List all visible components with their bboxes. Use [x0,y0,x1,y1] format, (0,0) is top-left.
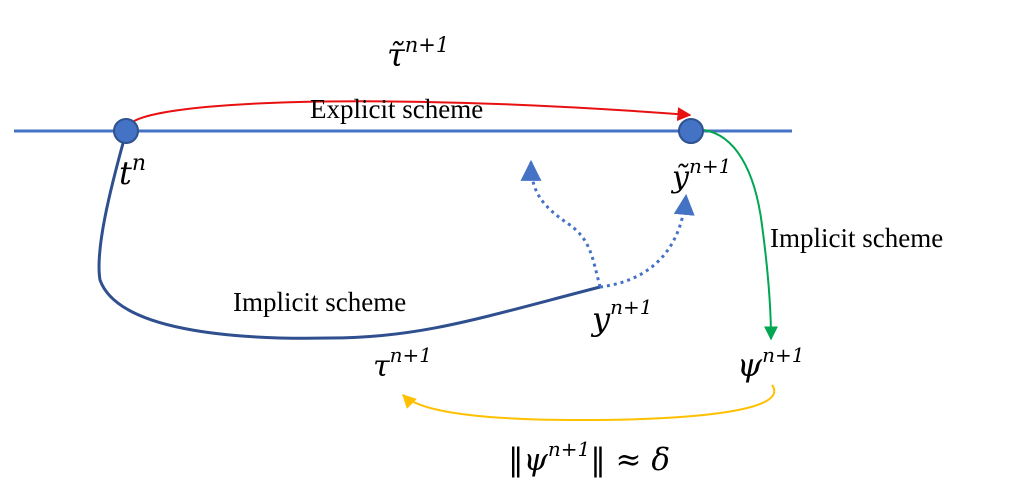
label-y-tilde: ỹn+1 [670,154,731,195]
implicit-scheme-curve [97,135,601,340]
label-tau: τn+1 [373,343,432,384]
label-norm-approx: ‖ψn+1‖ ≈ δ [508,437,670,478]
feedback-yellow-arrow [402,384,776,422]
dotted-arrow-up [520,159,602,288]
dotted-arrow-to-ytilde [599,193,695,289]
label-psi: ψn+1 [737,343,804,384]
label-t-n: tn [119,151,146,192]
implicit-scheme-bottom-label: Implicit scheme [233,287,406,317]
label-y: yn+1 [590,295,652,338]
node-y-tilde [678,118,704,144]
implicit-scheme-right-label: Implicit scheme [770,223,943,253]
explicit-scheme-arrow [127,100,692,129]
node-t-n [113,118,139,144]
label-tau-tilde: τ̃n+1 [387,33,449,74]
explicit-scheme-label: Explicit scheme [310,94,483,124]
implicit-scheme-green-arrow [703,129,778,341]
